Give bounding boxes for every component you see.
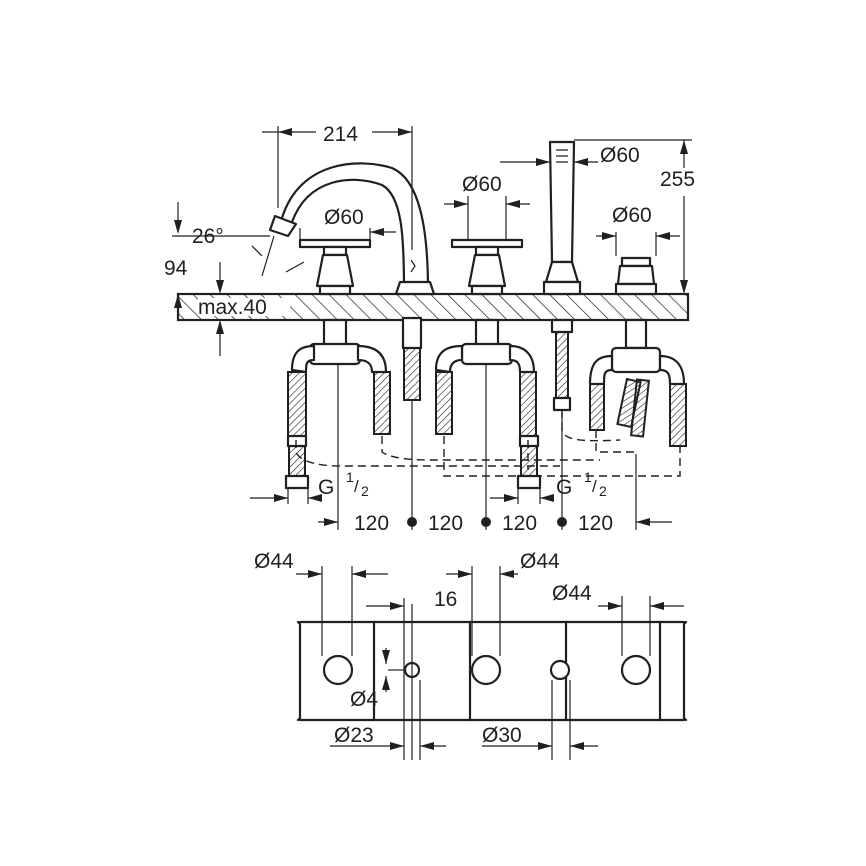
label-94: 94 — [164, 257, 188, 280]
dimension-labels: 214 26° 94 max.40 255 Ø60 Ø60 Ø60 Ø60 G … — [164, 123, 695, 747]
dimension-lines-top — [172, 126, 692, 530]
label-hole-dia-30: Ø30 — [482, 724, 522, 747]
label-spacing-4: 120 — [578, 512, 613, 535]
diverter — [588, 256, 687, 447]
label-dia60-spout-handle: Ø60 — [324, 206, 364, 229]
label-thread-right: G — [556, 476, 572, 499]
label-26deg: 26° — [192, 225, 224, 248]
label-hole-dia-44-left: Ø44 — [254, 550, 294, 573]
label-offset-16: 16 — [434, 588, 457, 611]
label-thread-left-num: 1 — [346, 469, 354, 485]
label-255: 255 — [660, 168, 695, 191]
label-dia60-shower: Ø60 — [600, 144, 640, 167]
label-hole-dia-23: Ø23 — [334, 724, 374, 747]
label-hole-dia-44-right: Ø44 — [552, 582, 592, 605]
label-thread-left-den: 2 — [361, 483, 369, 499]
label-max40: max.40 — [198, 296, 267, 319]
label-spacing-1: 120 — [354, 512, 389, 535]
hand-shower — [542, 140, 582, 412]
label-dia60-diverter: Ø60 — [612, 204, 652, 227]
label-hole-dia-44-mid: Ø44 — [520, 550, 560, 573]
label-thread-right-den: 2 — [599, 483, 607, 499]
deck-section — [176, 292, 690, 322]
label-spacing-2: 120 — [428, 512, 463, 535]
deck-plate-view — [296, 604, 688, 760]
dimension-lines-bottom — [296, 566, 684, 760]
label-thread-left-slash: / — [354, 477, 359, 496]
label-dia60-mid: Ø60 — [462, 173, 502, 196]
label-thread-right-num: 1 — [584, 469, 592, 485]
label-thread-right-slash: / — [592, 477, 597, 496]
left-valve-handle — [284, 238, 391, 490]
right-valve-handle — [434, 238, 542, 490]
label-spacing-3: 120 — [502, 512, 537, 535]
label-214: 214 — [323, 123, 358, 146]
label-pin-dia-4: Ø4 — [350, 688, 378, 711]
label-thread-left: G — [318, 476, 334, 499]
